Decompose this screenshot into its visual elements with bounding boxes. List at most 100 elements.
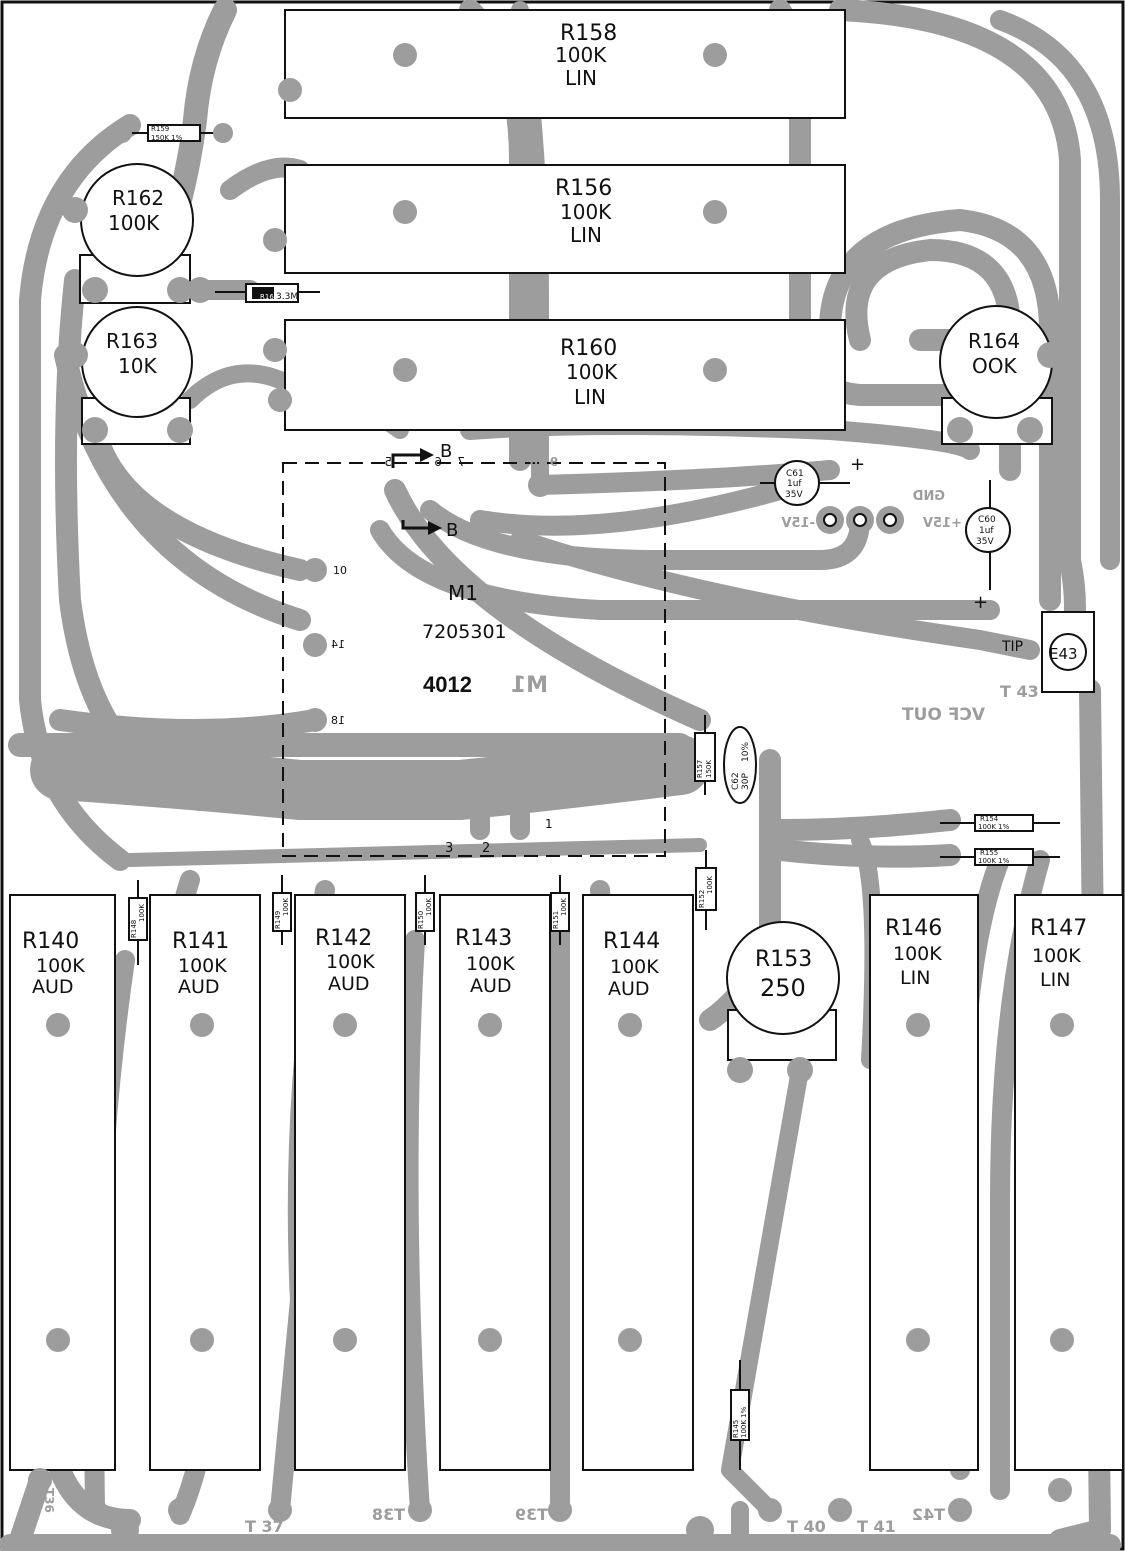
c62-tolerance: 10% xyxy=(741,742,751,762)
value-r142: 100K xyxy=(326,951,375,973)
top-slider-pots xyxy=(284,9,846,431)
pin-10: 10 xyxy=(333,564,347,577)
value-r144: 100K xyxy=(610,956,659,978)
c60-ref: C60 xyxy=(978,515,996,525)
slider-r147 xyxy=(1014,894,1124,1471)
r145-value: 100K 1% xyxy=(740,1406,748,1438)
plus-sign-c60: + xyxy=(973,592,988,613)
ref-r140: R140 xyxy=(22,929,79,954)
slider-r141 xyxy=(149,894,261,1471)
value-r163: 10K xyxy=(118,354,157,378)
jumper-label-bottom: B xyxy=(446,520,458,541)
slider-r156 xyxy=(284,164,846,274)
label-r141: R141 100K AUD xyxy=(172,929,229,998)
capacitor-c61 xyxy=(774,460,820,506)
r148-value: 100K xyxy=(138,904,146,922)
r154-ref: R154 xyxy=(980,815,999,823)
value-r158: 100K xyxy=(555,43,607,67)
r155-value: 100K 1% xyxy=(978,857,1010,865)
taper-r160: LIN xyxy=(574,385,606,409)
pin-8: 8 xyxy=(530,455,538,469)
pin-3: 3 xyxy=(445,841,453,856)
value-r141: 100K xyxy=(178,955,227,977)
ref-r144: R144 xyxy=(603,929,660,954)
pin-9: 9 xyxy=(550,455,558,469)
capacitor-c60 xyxy=(965,507,1011,553)
ref-r146: R146 xyxy=(885,916,942,941)
c61-voltage: 35V xyxy=(785,490,803,500)
ref-r158: R158 xyxy=(560,21,617,46)
r152-ref: R152 xyxy=(698,890,706,908)
label-r140: R140 100K AUD xyxy=(22,929,85,998)
value-r140: 100K xyxy=(36,955,85,977)
ref-r160: R160 xyxy=(560,336,617,361)
module-m1-outline xyxy=(282,462,666,857)
label-r146: R146 100K LIN xyxy=(885,916,942,989)
ref-r143: R143 xyxy=(455,926,512,951)
r152-value: 100K xyxy=(706,876,714,894)
ref-r162: R162 xyxy=(112,186,164,210)
resistor-r155 xyxy=(974,848,1034,866)
terminal-t40: T 40 xyxy=(787,1517,826,1536)
value-r153: 250 xyxy=(760,974,806,1002)
taper-r142: AUD xyxy=(328,973,370,995)
r145-ref: R145 xyxy=(732,1420,740,1438)
plus-sign-c61: + xyxy=(850,454,865,475)
r161-value: 3.3M xyxy=(276,292,298,302)
module-part-number: 7205301 xyxy=(422,621,507,643)
ref-r163: R163 xyxy=(106,329,158,353)
slider-r146 xyxy=(869,894,979,1471)
capacitor-c62 xyxy=(723,726,757,804)
pin-7: 7 xyxy=(457,455,465,469)
r151-value: 100K xyxy=(560,898,568,916)
resistor-r159 xyxy=(147,124,201,142)
taper-r140: AUD xyxy=(32,976,74,998)
gnd-label: GND xyxy=(912,489,945,504)
taper-r143: AUD xyxy=(470,975,512,997)
slider-r142 xyxy=(294,894,406,1471)
c61-ref: C61 xyxy=(786,469,804,479)
pin-2: 2 xyxy=(482,841,490,856)
r154-value: 100K 1% xyxy=(978,823,1010,831)
slider-r160 xyxy=(284,319,846,431)
label-r147: R147 100K LIN xyxy=(1030,916,1087,991)
r150-value: 100K xyxy=(425,898,433,916)
taper-r156: LIN xyxy=(570,223,602,247)
r148-ref: R148 xyxy=(130,920,138,938)
jumper-arrow-top xyxy=(391,453,420,468)
taper-r158: LIN xyxy=(565,66,597,90)
pin-6: 6 xyxy=(434,455,442,469)
label-r144: R144 100K AUD xyxy=(603,929,660,1000)
capacitors xyxy=(723,460,1011,804)
resistor-r151 xyxy=(550,892,570,932)
value-r143: 100K xyxy=(466,953,515,975)
jack-label: E43 xyxy=(1049,645,1078,663)
value-r146: 100K xyxy=(893,943,942,965)
small-resistors xyxy=(120,124,1060,1470)
value-r147: 100K xyxy=(1032,945,1081,967)
resistor-r145 xyxy=(730,1389,750,1441)
label-r142: R142 100K AUD xyxy=(315,926,375,995)
jumper-arrow-bottom xyxy=(401,520,430,530)
bottom-slider-pots xyxy=(9,894,1124,1471)
ref-r142: R142 xyxy=(315,926,372,951)
taper-r144: AUD xyxy=(608,978,650,1000)
terminal-t37: T 37 xyxy=(245,1517,284,1536)
r159-value: 150K 1% xyxy=(151,134,183,142)
slider-r158 xyxy=(284,9,846,119)
r161-ref: R161 xyxy=(260,293,278,301)
jumper-label-top: B xyxy=(440,441,452,462)
r155-ref: R155 xyxy=(980,849,998,857)
resistor-r148 xyxy=(128,897,148,941)
resistor-r157 xyxy=(694,732,716,782)
c62-ref: C62 xyxy=(731,772,741,790)
ref-r164: R164 xyxy=(968,329,1020,353)
r157-ref: R157 xyxy=(696,760,704,778)
r150-ref: R150 xyxy=(417,911,425,929)
jack-e43 xyxy=(1049,633,1087,671)
pads xyxy=(28,43,1074,1544)
tip-label: TIP xyxy=(1001,639,1023,655)
module-code: 4012 xyxy=(423,672,472,697)
